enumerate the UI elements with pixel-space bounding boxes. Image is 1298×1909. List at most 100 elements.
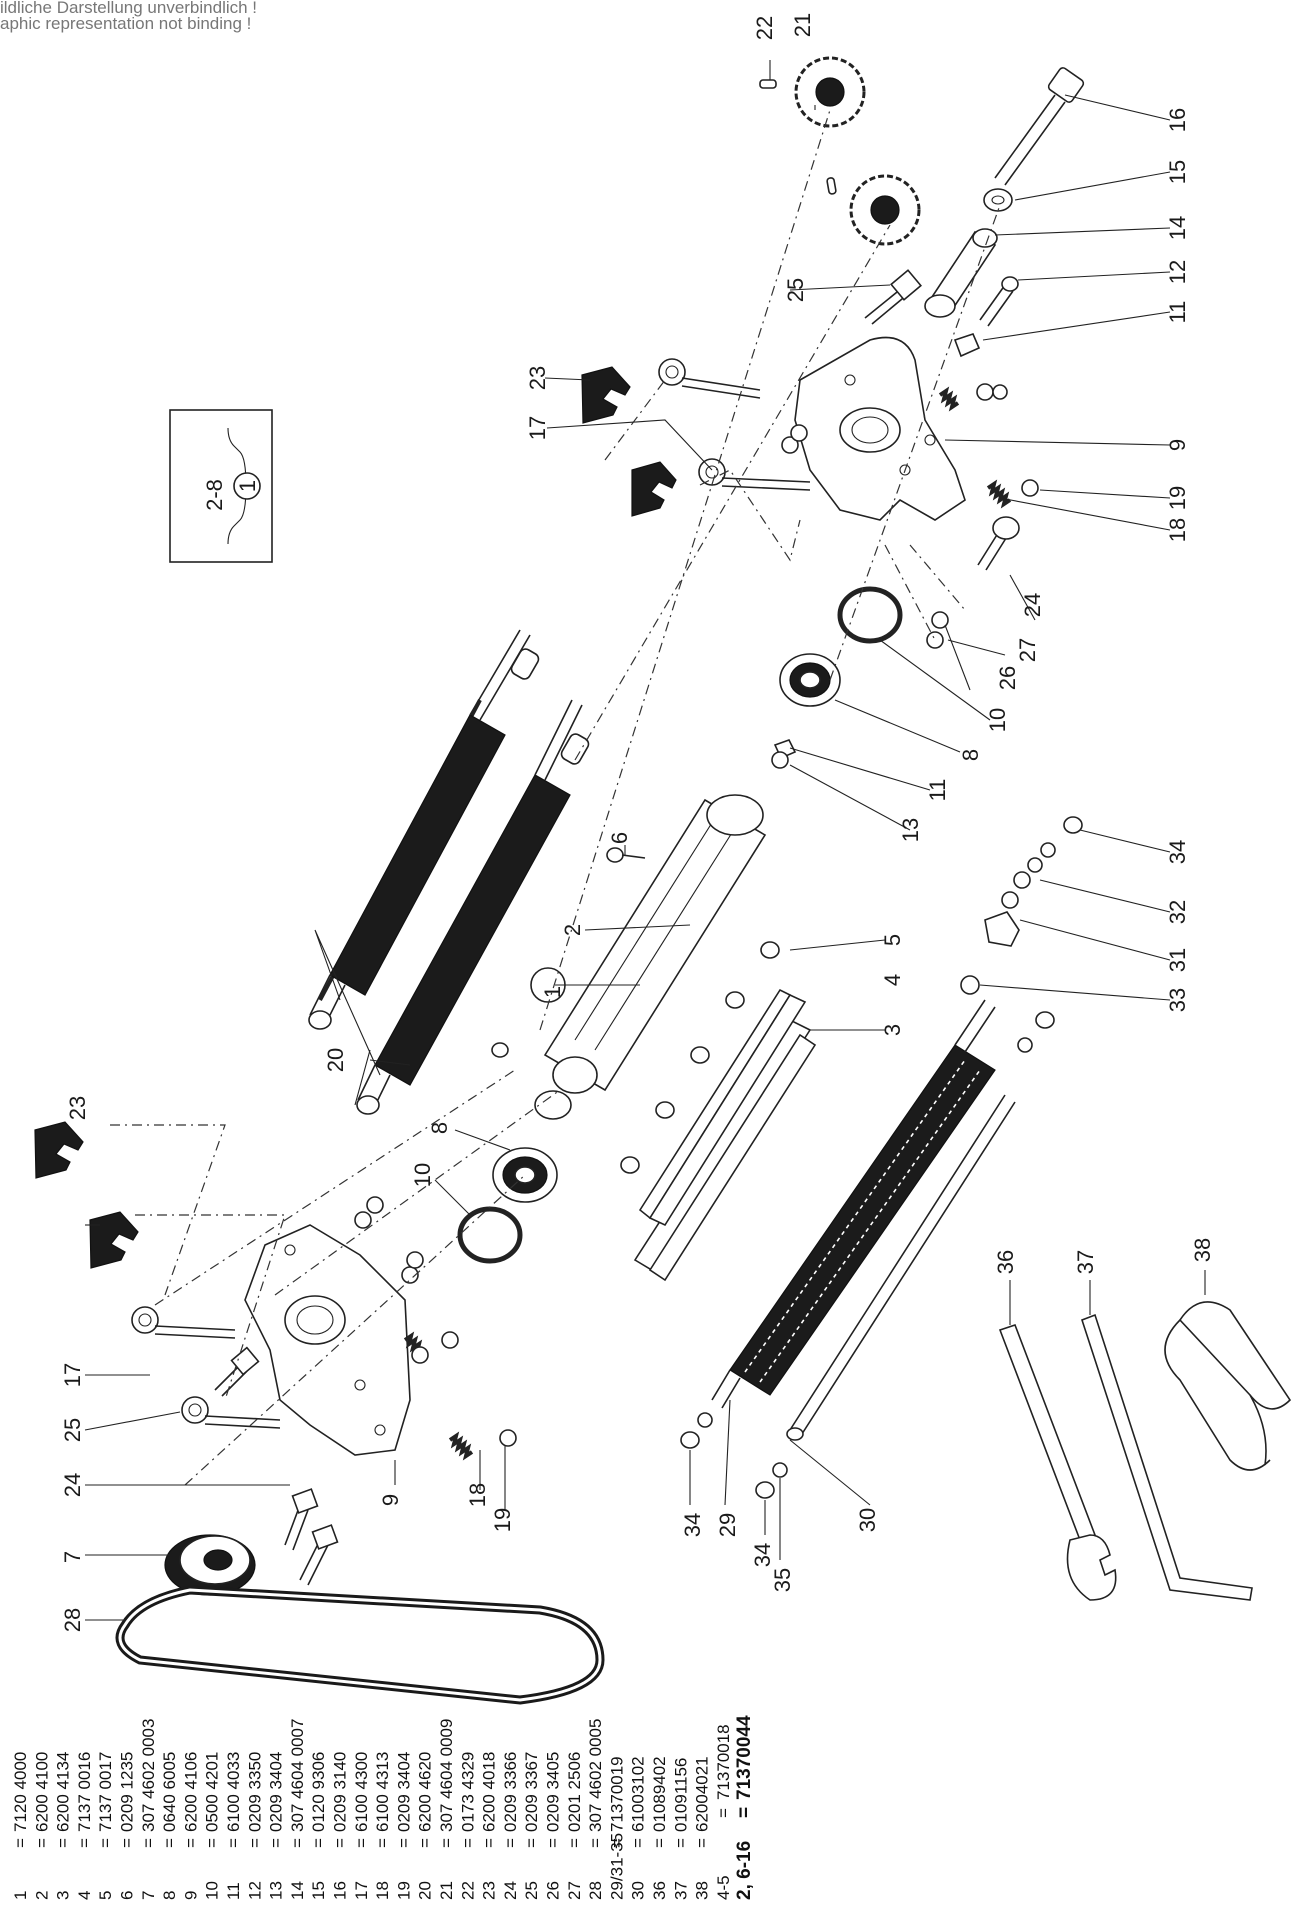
eye-bolt-17-upper: [658, 358, 811, 491]
ring-32b: [1013, 871, 1031, 889]
nut-19-upper: [1021, 479, 1039, 497]
parts-list-num: 0640 6005: [160, 1752, 179, 1832]
sprocket-21: [759, 56, 921, 246]
o-ring-10-upper: [837, 586, 903, 644]
parts-list-num: 62004021: [693, 1756, 712, 1832]
parts-list-eq: =: [75, 1838, 94, 1848]
callout-8-upper: 8: [958, 749, 983, 761]
parts-list-pos: 21: [437, 1881, 456, 1900]
parts-list-eq: =: [480, 1838, 499, 1848]
parts-list-pos: 4-5: [714, 1875, 733, 1900]
parts-list-pos: 22: [458, 1881, 477, 1900]
parts-list-pos: 2, 6-16: [734, 1841, 755, 1900]
nut-upper-c: [992, 384, 1008, 400]
callout-7: 7: [60, 1551, 85, 1563]
callout-3: 3: [880, 1024, 905, 1036]
callout-numbers: 1 2 3 4 5 6 7 8 8 9 9 10 10 11 11 12 13 …: [60, 13, 1215, 1632]
callout-10-upper: 10: [985, 708, 1010, 732]
parts-list-pos: 4: [75, 1891, 94, 1900]
parts-list-eq: =: [437, 1838, 456, 1848]
screw-34-lower: [755, 1481, 775, 1499]
nut-lower-e: [411, 1346, 429, 1364]
parts-list-pos: 16: [331, 1881, 350, 1900]
parts-list-pos: 6: [118, 1891, 137, 1900]
callout-37: 37: [1073, 1250, 1098, 1274]
callout-35: 35: [770, 1568, 795, 1592]
callout-36: 36: [993, 1250, 1018, 1274]
parts-list-pos: 38: [693, 1881, 712, 1900]
screw-6: [606, 847, 646, 863]
parts-list-pos: 18: [373, 1881, 392, 1900]
screw-34-left: [680, 1431, 700, 1449]
callout-4: 4: [880, 974, 905, 986]
screw-6-lower: [491, 1042, 509, 1058]
shaft-30: [786, 1094, 1016, 1441]
parts-list-num: 01091156: [671, 1758, 690, 1832]
parts-list-pos: 27: [565, 1881, 584, 1900]
parts-list-eq: =: [96, 1838, 115, 1848]
rubber-block-23-upper: [581, 366, 677, 517]
nut-19-lower: [499, 1429, 517, 1447]
parts-list-eq: =: [714, 1808, 733, 1818]
nut-lower-b: [366, 1196, 384, 1214]
parts-list-num: 6200 4106: [181, 1752, 200, 1832]
parts-list-num: 0209 1235: [118, 1752, 137, 1832]
callout-11-left: 11: [925, 779, 950, 802]
parts-list-pos: 13: [267, 1881, 286, 1900]
parts-list-pos: 5: [96, 1891, 115, 1900]
parts-list-num: 0209 3404: [267, 1752, 286, 1832]
parts-list-pos: 8: [160, 1891, 179, 1900]
assembly-brace: [227, 427, 252, 545]
bolt-24-lower: [284, 1488, 339, 1586]
callout-19-upper: 19: [1165, 486, 1190, 510]
callout-21: 21: [790, 13, 815, 37]
parts-list-pos: 7: [139, 1891, 158, 1900]
parts-list-eq: =: [416, 1838, 435, 1848]
leader-lines: [84, 60, 1206, 1621]
hex-key-37: [1081, 1313, 1253, 1601]
bearing-bore-upper: [839, 407, 901, 453]
parts-list-pos: 26: [544, 1881, 563, 1900]
nut-35: [772, 1462, 788, 1478]
callout-27: 27: [1015, 638, 1040, 662]
roller-20-lower: [356, 699, 590, 1115]
tool-38: [1164, 1301, 1292, 1471]
parts-list-pos: 15: [309, 1881, 328, 1900]
parts-list-eq: =: [586, 1838, 605, 1848]
callout-18-lower: 18: [465, 1483, 490, 1507]
parts-list-eq: =: [54, 1838, 73, 1848]
parts-list-num: 307 4604 0007: [288, 1719, 307, 1832]
callout-32: 32: [1165, 900, 1190, 924]
screws-5: [620, 941, 780, 1174]
parts-list-num: 0209 3140: [331, 1752, 350, 1832]
callout-18-upper: 18: [1165, 518, 1190, 542]
callout-12: 12: [1165, 260, 1190, 284]
parts-list-pos: 17: [352, 1881, 371, 1900]
side-frame-upper: [794, 336, 966, 521]
callout-28: 28: [60, 1608, 85, 1632]
parts-list-num: 71370019: [607, 1756, 626, 1832]
parts-list-eq: =: [118, 1838, 137, 1848]
callout-11-right: 11: [1165, 301, 1190, 324]
parts-list-pos: 23: [480, 1881, 499, 1900]
parts-list-eq: =: [544, 1838, 563, 1848]
callout-24-upper: 24: [1020, 593, 1045, 617]
knife-bar-4: [638, 988, 807, 1227]
parts-list-eq: =: [522, 1838, 541, 1848]
nut-lower-d: [406, 1251, 424, 1269]
parts-list-num: 0209 3405: [544, 1752, 563, 1832]
spring-upper-2: [938, 386, 960, 412]
parts-list-eq: =: [224, 1838, 243, 1848]
screw-right: [1035, 1011, 1055, 1029]
callout-19-lower: 19: [490, 1508, 515, 1532]
sleeve-14: [924, 228, 998, 318]
assembly-box-frame: [169, 409, 273, 563]
parts-list-num: 307 4602 0005: [586, 1719, 605, 1832]
parts-list-pos: 37: [671, 1881, 690, 1900]
callout-15: 15: [1165, 160, 1190, 184]
callout-9-lower: 9: [378, 1494, 403, 1506]
disclaimer-line-2: aphic representation not binding !: [0, 14, 252, 33]
parts-list-pos: 30: [629, 1881, 648, 1900]
callout-25-lower: 25: [60, 1418, 85, 1442]
